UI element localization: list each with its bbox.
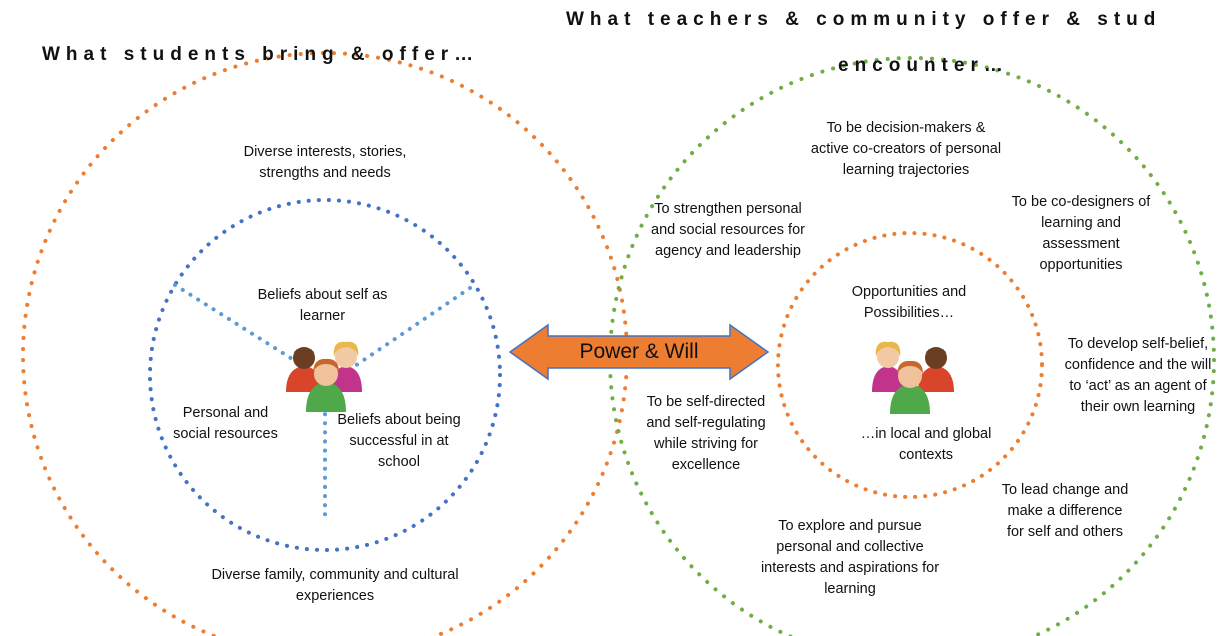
right-heading-line2: encounter…	[838, 55, 1009, 76]
right-upper-right-label: To be co-designers of learning and asses…	[1011, 194, 1151, 273]
right-lower-left-label: To be self-directed and self-regulating …	[646, 394, 766, 473]
right-inner-circle	[776, 231, 1044, 499]
right-right-label: To develop self-belief, confidence and t…	[1064, 336, 1212, 415]
right-outer-circle	[608, 56, 1216, 636]
divider-line-right	[350, 286, 472, 370]
people-group-icon	[286, 341, 362, 412]
power-will-arrow	[508, 323, 770, 381]
right-bottom-label: To explore and pursue personal and colle…	[760, 518, 940, 597]
left-inner-circle	[148, 198, 502, 552]
right-inner-bottom-label: …in local and global contexts	[860, 426, 992, 463]
right-lower-right-label: To lead change and make a difference for…	[1001, 482, 1129, 540]
right-top-label: To be decision-makers & active co-creato…	[810, 120, 1002, 178]
left-heading: What students bring & offer…	[42, 44, 480, 65]
power-will-label: Power & Will	[579, 340, 699, 363]
left-inner-top-label: Beliefs about self as learner	[257, 287, 388, 324]
people-group-icon	[872, 341, 954, 414]
left-outer-bottom-label: Diverse family, community and cultural e…	[211, 567, 459, 604]
left-inner-left-label: Personal and social resources	[173, 405, 278, 442]
left-inner-right-label: Beliefs about being successful in at sch…	[337, 412, 461, 470]
right-upper-left-label: To strengthen personal and social resour…	[651, 201, 805, 259]
divider-line-left	[173, 283, 299, 364]
right-heading-line1: What teachers & community offer & stud	[566, 9, 1162, 30]
left-outer-top-label: Diverse interests, stories, strengths an…	[243, 144, 407, 181]
right-inner-top-label: Opportunities and Possibilities…	[851, 284, 967, 321]
